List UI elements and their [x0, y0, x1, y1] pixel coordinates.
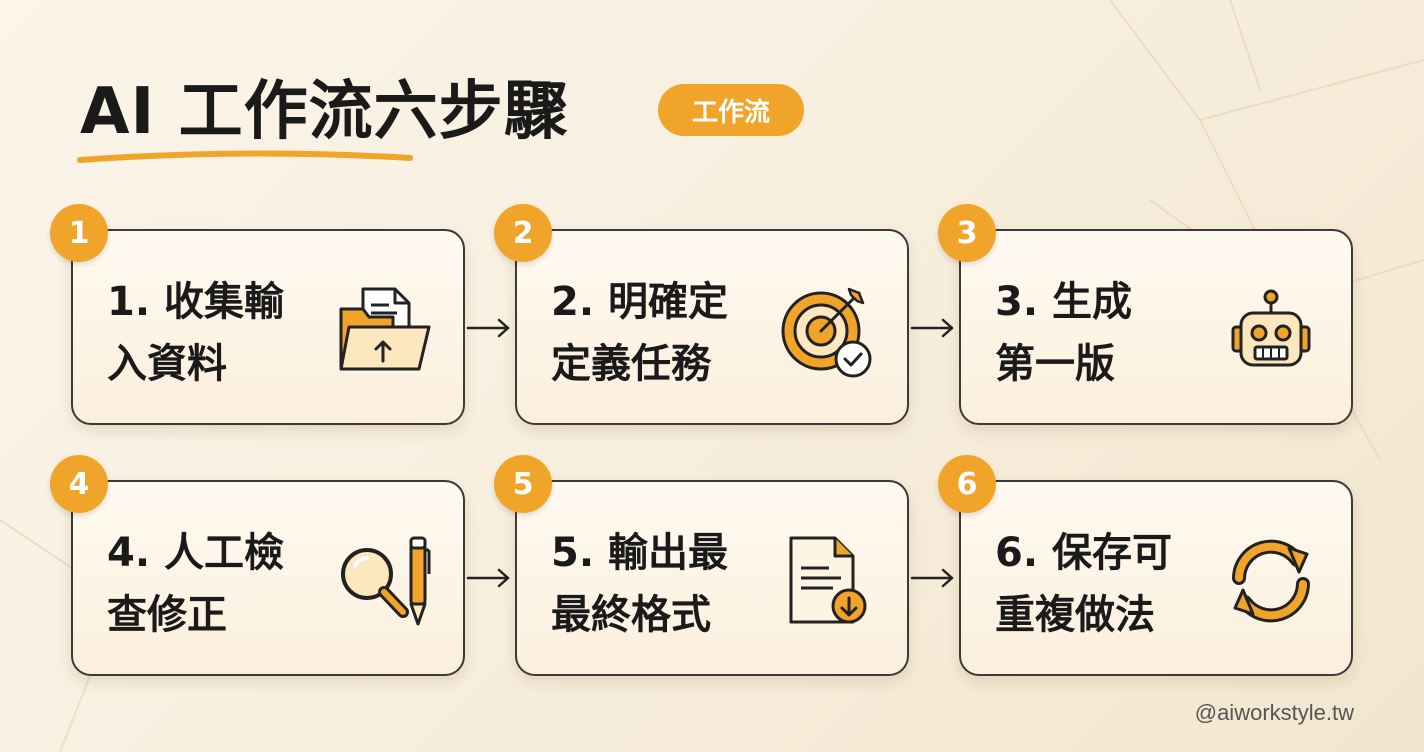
step-label-line-1: 5. 輸出最 [551, 530, 728, 576]
step-number-badge-6: 6 [938, 455, 996, 513]
step-label: 5. 輸出最 最終格式 [551, 522, 781, 646]
step-card-3: 3. 生成 第一版 [959, 229, 1353, 425]
arrow-right-icon [466, 318, 510, 338]
robot-icon [1231, 289, 1311, 367]
step-label-line-1: 4. 人工檢 [107, 530, 284, 576]
step-label-line-1: 2. 明確定 [551, 279, 728, 325]
step-label-line-2: 定義任務 [551, 341, 711, 387]
step-label: 3. 生成 第一版 [995, 271, 1225, 395]
arrow-right-icon [466, 568, 510, 588]
step-label-line-1: 3. 生成 [995, 279, 1132, 325]
title-underline [77, 150, 413, 163]
target-check-icon [781, 287, 872, 378]
document-download-icon [789, 536, 867, 624]
step-number-badge-2: 2 [494, 204, 552, 262]
step-label-line-2: 第一版 [995, 341, 1115, 387]
refresh-icon [1232, 539, 1310, 623]
step-label: 2. 明確定 定義任務 [551, 271, 781, 395]
step-label-line-2: 查修正 [107, 592, 227, 638]
folder-upload-icon [339, 287, 431, 371]
arrow-right-icon [910, 568, 954, 588]
step-label-line-1: 6. 保存可 [995, 530, 1172, 576]
step-label: 1. 收集輸 入資料 [107, 271, 337, 395]
step-card-5: 5. 輸出最 最終格式 [515, 480, 909, 676]
social-handle: @aiworkstyle.tw [1194, 700, 1354, 725]
page-title: AI 工作流六步驟 [80, 75, 569, 149]
step-card-4: 4. 人工檢 查修正 [71, 480, 465, 676]
step-card-2: 2. 明確定 定義任務 [515, 229, 909, 425]
magnifier-pen-icon [341, 536, 431, 626]
step-number-badge-4: 4 [50, 455, 108, 513]
step-number-badge-1: 1 [50, 204, 108, 262]
category-tag: 工作流 [658, 84, 804, 136]
step-label-line-1: 1. 收集輸 [107, 279, 284, 325]
step-label: 4. 人工檢 查修正 [107, 522, 337, 646]
step-number-badge-3: 3 [938, 204, 996, 262]
step-card-1: 1. 收集輸 入資料 [71, 229, 465, 425]
step-card-6: 6. 保存可 重複做法 [959, 480, 1353, 676]
step-label-line-2: 入資料 [107, 341, 227, 387]
step-label-line-2: 最終格式 [551, 592, 711, 638]
arrow-right-icon [910, 318, 954, 338]
step-number-badge-5: 5 [494, 455, 552, 513]
step-label-line-2: 重複做法 [995, 592, 1155, 638]
step-label: 6. 保存可 重複做法 [995, 522, 1225, 646]
